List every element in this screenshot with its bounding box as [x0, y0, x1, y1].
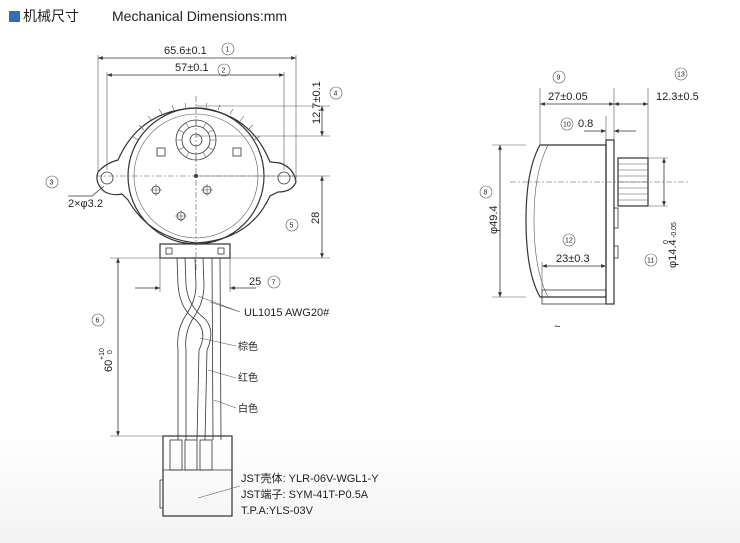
mounting-hole-left: [100, 171, 114, 185]
dim-lead-length-tol-upper: +10: [99, 348, 106, 360]
dim-bottom-width: 23±0.3: [556, 253, 590, 265]
marker-1: 1: [226, 47, 230, 54]
dim-lead-length: 60: [103, 360, 115, 372]
dim-body-depth: 27±0.05: [548, 91, 588, 103]
side-body: [525, 144, 607, 298]
section-marker-icon: [9, 10, 20, 22]
dim-gear-height: 12.3±0.5: [656, 91, 699, 103]
dim-body-diameter: φ49.4: [488, 205, 500, 234]
dim-overall-width: 65.6±0.1: [164, 45, 207, 57]
label-cable-spec: UL1015 AWG20#: [244, 307, 330, 319]
marker-2: 2: [222, 68, 226, 75]
marker-5: 5: [290, 223, 294, 230]
wire-exit-box: [159, 243, 231, 259]
break-mark: ~: [554, 321, 560, 333]
page-title-en: Mechanical Dimensions:mm: [112, 8, 288, 24]
page-title-cn: 机械尺寸: [23, 8, 79, 24]
dim-flange-thickness: 0.8: [578, 118, 593, 130]
side-flange: [605, 139, 615, 305]
marker-10: 10: [563, 122, 571, 129]
marker-12: 12: [565, 238, 573, 245]
marker-3: 3: [50, 180, 54, 187]
marker-7: 7: [272, 280, 276, 287]
marker-11: 11: [647, 258, 654, 265]
jst-connector: [159, 435, 233, 517]
dim-gear-diameter-tol-lower: -0.05: [671, 222, 678, 238]
dim-lead-length-tol-lower: 0: [107, 350, 114, 354]
dim-center-to-exit: 28: [310, 212, 322, 224]
marker-6: 6: [96, 318, 100, 325]
dim-hole-spacing: 57±0.1: [175, 62, 209, 74]
label-wire-white: 白色: [238, 402, 258, 415]
wires: [176, 257, 222, 441]
side-view: φ49.4 8 27±0.05 9 12.3±0.5 13 0.8 10 φ14…: [479, 67, 699, 333]
dim-gear-diameter-tol-upper: 0: [663, 240, 670, 244]
label-wire-red: 红色: [238, 371, 258, 384]
label-housing: JST壳体: YLR-06V-WGL1-Y: [241, 471, 379, 485]
label-wire-brown: 棕色: [238, 340, 258, 353]
page-header: 机械尺寸 Mechanical Dimensions:mm: [9, 6, 287, 26]
label-terminal: JST端子: SYM-41T-P0.5A: [241, 488, 369, 501]
body-screws: [150, 147, 242, 222]
dim-gear-diameter: φ14.4: [667, 239, 679, 268]
dim-mounting-holes: 2×φ3.2: [68, 198, 103, 210]
label-tpa: T.P.A:YLS-03V: [241, 505, 314, 517]
mounting-hole-right: [277, 171, 291, 185]
marker-8: 8: [484, 190, 488, 197]
marker-9: 9: [557, 75, 561, 82]
front-view: 65.6±0.1 1 57±0.1 2 2×φ3.2 3 12.7±0.1 4 …: [45, 42, 379, 517]
dim-gear-offset: 12.7±0.1: [311, 81, 323, 124]
marker-4: 4: [334, 91, 338, 98]
body-ribs: [131, 102, 261, 141]
marker-13: 13: [677, 72, 685, 79]
dim-exit-width: 25: [249, 276, 261, 288]
